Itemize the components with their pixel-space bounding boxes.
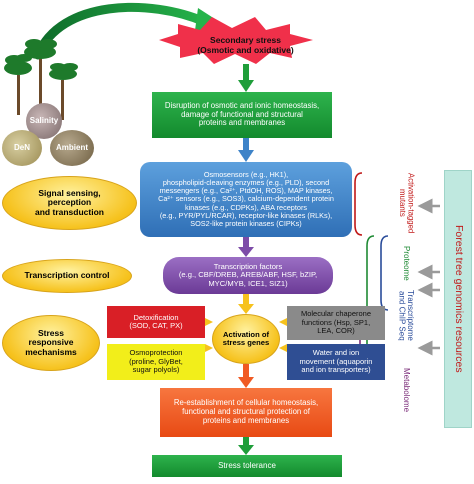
activation-oval: Activation of stress genes [212, 314, 280, 364]
transcription-factors-box: Transcription factors (e.g., CBF/DREB, A… [163, 257, 333, 294]
den-label: DeN [13, 142, 30, 152]
reestablishment-box: Re-establishment of cellular homeostasis… [160, 388, 332, 437]
ambient-label: Ambient [56, 142, 88, 152]
bracket-blue [380, 235, 389, 311]
flow-arrows [238, 64, 254, 455]
transcriptome-label: Transcriptome and ChIP Seq [397, 290, 415, 341]
bracket-red [354, 172, 363, 236]
resource-arrows [417, 198, 440, 356]
transcription-control-oval: Transcription control [2, 259, 132, 293]
salinity-label: Salinity [29, 115, 59, 125]
bracket-green [366, 235, 375, 361]
metabolome-label: Metabolome [402, 368, 411, 413]
signal-sensing-oval: Signal sensing, perception and transduct… [2, 176, 137, 230]
tree-left [4, 54, 32, 115]
stress-tolerance-box: Stress tolerance [152, 455, 342, 477]
tree-middle [24, 39, 57, 113]
stress-responsive-oval: Stress responsive mechanisms [2, 315, 100, 371]
secondary-stress-burst [159, 17, 313, 64]
secondary-stress-label: Secondary stress (Osmotic and oxidative) [197, 35, 294, 55]
curved-arrow [33, 2, 210, 60]
proteome-label: Proteome [402, 246, 411, 281]
osmosensors-box: Osmosensors (e.g., HK1), phospholipid-cl… [140, 162, 352, 237]
forest-resources-bar: Forest tree genomics resources [444, 170, 472, 428]
osmoprotection-box: Osmoprotection (proline, GlyBet, sugar p… [107, 344, 205, 380]
forest-resources-label: Forest tree genomics resources [452, 225, 465, 373]
den-circle: DeN [2, 130, 42, 166]
water-ion-box: Water and ion movement (aquaporin and io… [287, 344, 385, 380]
chaperone-box: Molecular chaperone functions (Hsp, SP1,… [287, 306, 385, 340]
detoxification-box: Detoxification (SOD, CAT, PX) [107, 306, 205, 338]
tree-right [49, 63, 78, 120]
activation-tagged-label: Activation-tagged mutants [398, 172, 416, 234]
disruption-box: Disruption of osmotic and ionic homeosta… [152, 92, 332, 138]
ambient-circle: Ambient [50, 130, 94, 166]
side-arrows [205, 318, 287, 352]
